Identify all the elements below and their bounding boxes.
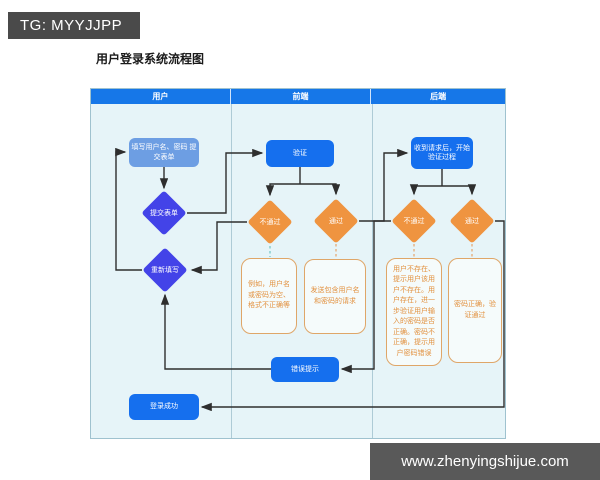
watermark-label: www.zhenyingshijue.com: [401, 453, 569, 470]
watermark: www.zhenyingshijue.com: [370, 443, 600, 480]
note-frontend-fail: 例如，用户名或密码为空、格式不正确等: [241, 258, 297, 334]
swimlane-headers: 用户 前端 后端: [91, 89, 505, 104]
lane-header-user: 用户: [91, 89, 231, 104]
node-submit-form-decision: 提交表单: [141, 190, 187, 236]
node-frontend-pass-decision: 通过: [313, 198, 359, 244]
lane-divider: [231, 104, 232, 438]
note-backend-pass: 密码正确，验证通过: [448, 258, 502, 363]
node-fill-form: 填写用户名、密码 提交表单: [129, 138, 199, 167]
node-frontend-fail-decision: 不通过: [247, 199, 293, 245]
node-receive-request: 收到请求后，开始验证过程: [411, 137, 473, 169]
page-title: 用户登录系统流程图: [96, 52, 205, 66]
node-error-tip: 错误提示: [271, 357, 339, 382]
node-backend-fail-decision: 不通过: [391, 198, 437, 244]
lane-header-frontend: 前端: [230, 89, 372, 104]
lane-header-backend: 后端: [371, 89, 505, 104]
node-refill-decision: 重新填写: [142, 247, 188, 293]
node-backend-pass-decision: 通过: [449, 198, 495, 244]
node-login-success: 登录成功: [129, 394, 199, 420]
lane-divider: [372, 104, 373, 438]
flowchart-canvas: 用户 前端 后端: [90, 88, 506, 439]
note-backend-fail: 用户不存在、提示用户该用户不存在。用户存在，进一步验证用户输入的密码是否正确。密…: [386, 258, 442, 366]
tg-badge-label: TG: MYYJJPP: [20, 17, 123, 34]
tg-badge: TG: MYYJJPP: [8, 12, 140, 39]
note-frontend-pass: 发送包含用户名和密码的请求: [304, 259, 366, 334]
node-verify: 验证: [266, 140, 334, 167]
